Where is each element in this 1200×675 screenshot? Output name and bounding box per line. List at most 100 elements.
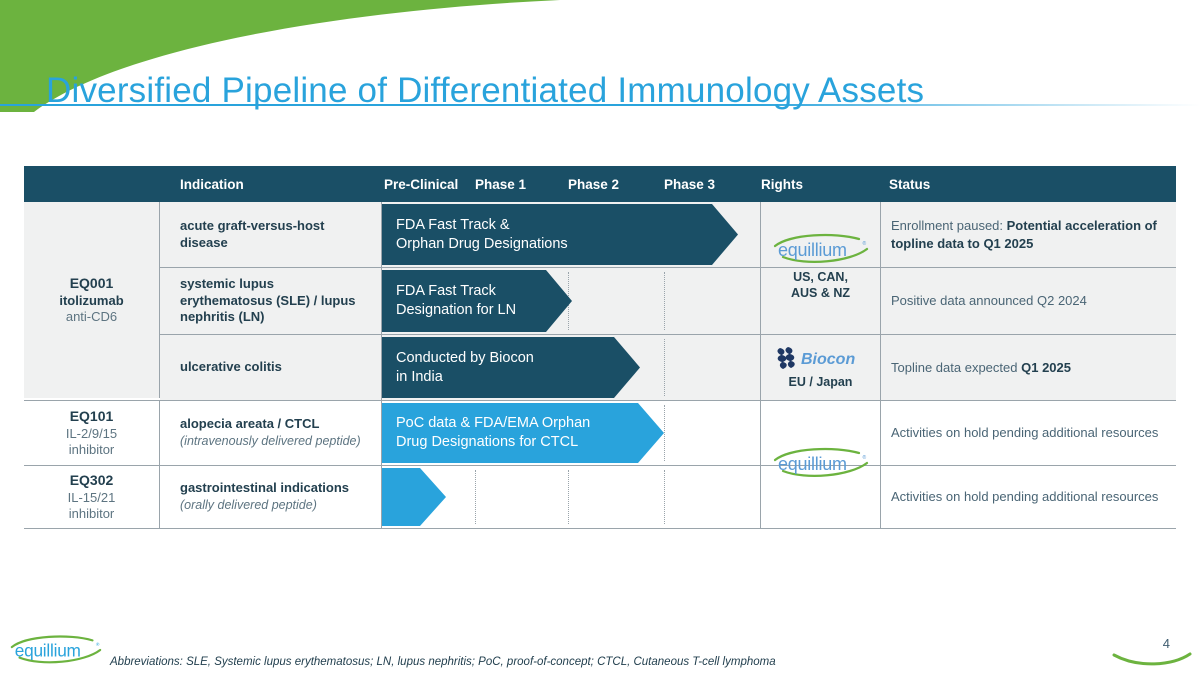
table-row: ulcerative colitis Conducted by Biocon i…	[160, 335, 1176, 400]
indication-note: (intravenously delivered peptide)	[180, 434, 361, 449]
indication-label: acute graft-versus-host disease	[180, 217, 325, 250]
asset-code: EQ101	[69, 408, 114, 424]
phase-divider-3	[664, 272, 665, 330]
svg-text:®: ®	[862, 240, 866, 247]
header-rights: Rights	[761, 176, 803, 192]
status-text-plain: Positive data announced Q2 2024	[891, 293, 1087, 309]
phase-divider-1	[475, 470, 476, 524]
indication-rows-eq001: acute graft-versus-host disease FDA Fast…	[160, 202, 1176, 400]
indication-rows-eq101: alopecia areata / CTCL (intravenously de…	[160, 401, 1176, 477]
asset-group-eq001: EQ001 itolizumab anti-CD6 acute graft-ve…	[24, 202, 1176, 401]
pipeline-bar: PoC data & FDA/EMA Orphan Drug Designati…	[382, 403, 664, 463]
asset-cell-eq302: EQ302 IL-15/21 inhibitor	[24, 466, 160, 528]
pipeline-bar-line1: FDA Fast Track &	[396, 216, 510, 233]
header-phase-3: Phase 3	[664, 176, 716, 192]
status-text-plain: Topline data expected	[891, 359, 1022, 375]
asset-cell-eq101: EQ101 IL-2/9/15 inhibitor	[24, 401, 160, 465]
indication-rows-eq302: gastrointestinal indications (orally del…	[160, 466, 1176, 528]
phase-divider-3	[664, 470, 665, 524]
equillium-logo: equillium ®	[773, 447, 868, 477]
asset-group-eq302: EQ302 IL-15/21 inhibitor gastrointestina…	[24, 466, 1176, 528]
rights-label-cell: US, CAN,AUS & NZ	[761, 268, 881, 334]
page-title: Diversified Pipeline of Differentiated I…	[46, 71, 925, 111]
asset-code: EQ302	[69, 472, 114, 488]
rights-cell-empty	[761, 466, 881, 528]
pipeline-bar-line2: Orphan Drug Designations	[396, 235, 568, 252]
indication-cell: alopecia areata / CTCL (intravenously de…	[160, 401, 382, 465]
pipeline-bar: FDA Fast Track Designation for LN	[382, 270, 572, 332]
phase-track-cell	[382, 466, 761, 528]
table-header-row: Indication Pre-Clinical Phase 1 Phase 2 …	[24, 166, 1176, 202]
status-cell: Activities on hold pending additional re…	[881, 466, 1176, 528]
asset-target: anti-CD6	[65, 308, 118, 324]
table-row: gastrointestinal indications (orally del…	[160, 466, 1176, 528]
pipeline-bar-line1: Conducted by Biocon	[396, 349, 534, 366]
page-number: 4	[1162, 636, 1170, 651]
svg-text:®: ®	[96, 641, 100, 648]
pipeline-bar-line2: in India	[396, 368, 443, 385]
asset-name: IL-2/9/15	[65, 425, 118, 441]
phase-divider-3	[664, 405, 665, 461]
status-text-bold: Q1 2025	[1021, 359, 1071, 375]
phase-divider-2	[568, 470, 569, 524]
page-green-swoosh-icon	[1112, 652, 1192, 666]
phase-track-cell: Conducted by Biocon in India	[382, 335, 761, 400]
rights-region-label: EU / Japan	[788, 374, 853, 389]
rights-cell-equillium: equillium ®	[761, 401, 881, 477]
indication-cell: systemic lupus erythematosus (SLE) / lup…	[160, 268, 382, 334]
header-status: Status	[889, 176, 931, 192]
footnote-abbreviations: Abbreviations: SLE, Systemic lupus eryth…	[110, 656, 776, 668]
biocon-logo: Biocon	[776, 346, 855, 369]
svg-text:Biocon: Biocon	[801, 351, 855, 368]
svg-text:equillium: equillium	[15, 641, 81, 661]
asset-name: IL-15/21	[67, 489, 116, 505]
asset-target: inhibitor	[68, 441, 115, 457]
pipeline-bar	[382, 468, 446, 526]
asset-target: inhibitor	[68, 505, 115, 521]
pipeline-bar-line1: FDA Fast Track	[396, 283, 496, 300]
svg-text:equillium: equillium	[778, 454, 847, 474]
asset-group-eq101: EQ101 IL-2/9/15 inhibitor alopecia areat…	[24, 401, 1176, 477]
rights-cell-biocon: Biocon EU / Japan	[761, 335, 881, 400]
rights-cell-equillium: equillium ®	[761, 202, 881, 267]
pipeline-bar-line2: Designation for LN	[396, 302, 517, 318]
status-cell: Activities on hold pending additional re…	[881, 401, 1176, 465]
equillium-logo: equillium ®	[773, 233, 868, 263]
status-text-plain: Activities on hold pending additional re…	[891, 489, 1159, 505]
phase-divider-3	[664, 339, 665, 396]
phase-track-cell: FDA Fast Track Designation for LN	[382, 268, 761, 334]
status-text-plain: Activities on hold pending additional re…	[891, 425, 1159, 441]
table-row: alopecia areata / CTCL (intravenously de…	[160, 401, 1176, 477]
status-text-plain: Enrollment paused:	[891, 217, 1007, 233]
table-body: EQ001 itolizumab anti-CD6 acute graft-ve…	[24, 202, 1176, 529]
phase-track-cell: PoC data & FDA/EMA Orphan Drug Designati…	[382, 401, 761, 465]
pipeline-table: Indication Pre-Clinical Phase 1 Phase 2 …	[24, 166, 1176, 529]
svg-text:equillium: equillium	[778, 240, 847, 260]
indication-cell: ulcerative colitis	[160, 335, 382, 400]
asset-cell-eq001: EQ001 itolizumab anti-CD6	[24, 202, 160, 398]
indication-cell: gastrointestinal indications (orally del…	[160, 466, 382, 528]
pipeline-bar-line2: Drug Designations for CTCL	[396, 434, 579, 450]
asset-code: EQ001	[69, 275, 114, 291]
asset-name: itolizumab	[59, 292, 124, 308]
header-indication: Indication	[180, 176, 244, 192]
rights-region-label: US, CAN,AUS & NZ	[790, 270, 851, 300]
table-row: systemic lupus erythematosus (SLE) / lup…	[160, 268, 1176, 335]
equillium-logo: equillium ®	[10, 635, 102, 664]
indication-label: alopecia areata / CTCL	[180, 416, 320, 432]
svg-text:®: ®	[862, 454, 866, 461]
phase-track-cell: FDA Fast Track & Orphan Drug Designation…	[382, 202, 761, 267]
header-phase-2: Phase 2	[568, 176, 620, 192]
pipeline-bar: FDA Fast Track & Orphan Drug Designation…	[382, 204, 738, 265]
pipeline-bar-line1: PoC data & FDA/EMA Orphan	[396, 415, 591, 432]
status-cell: Enrollment paused: Potential acceleratio…	[881, 202, 1176, 267]
title-underline-rule	[0, 104, 1200, 106]
indication-label: gastrointestinal indications	[180, 480, 350, 496]
header-pre-clinical: Pre-Clinical	[384, 176, 459, 192]
indication-note: (orally delivered peptide)	[180, 498, 317, 513]
indication-cell: acute graft-versus-host disease	[160, 202, 382, 267]
table-row: acute graft-versus-host disease FDA Fast…	[160, 202, 1176, 268]
footer-equillium-logo: equillium ®	[8, 632, 104, 671]
indication-label: systemic lupus erythematosus (SLE) / lup…	[180, 275, 356, 325]
status-text-bold: Potential acceleration of topline data t…	[891, 217, 1157, 251]
